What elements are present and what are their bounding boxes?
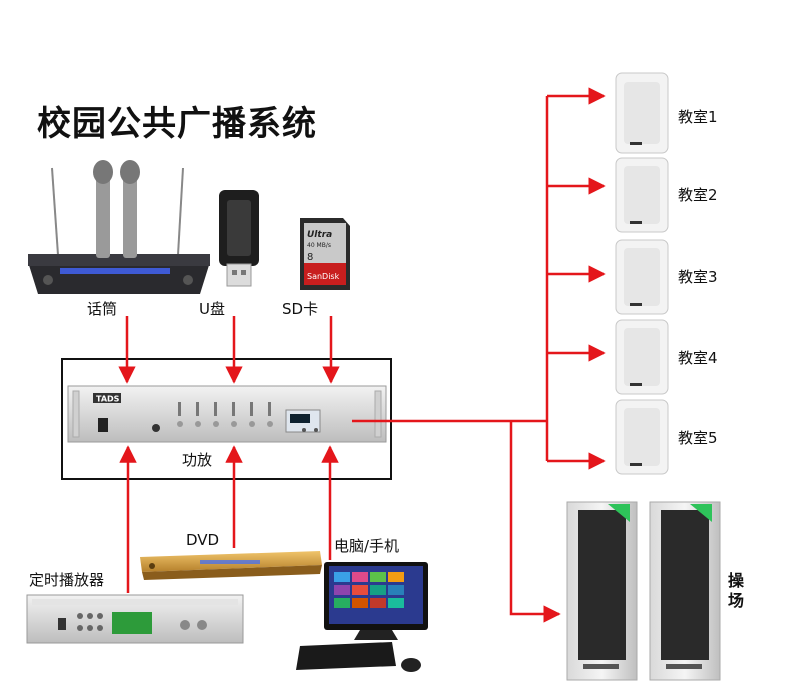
sd-card-capacity: 8 xyxy=(307,252,313,263)
label-classroom-2: 教室2 xyxy=(678,186,718,204)
playground-speaker-left xyxy=(566,501,638,681)
classroom-speaker-2 xyxy=(615,157,669,233)
usb-drive-device xyxy=(219,190,259,287)
arrow-to-playground xyxy=(509,421,561,623)
diagram-title: 校园公共广播系统 xyxy=(37,104,317,144)
sd-card-brand: SanDisk xyxy=(307,272,340,281)
label-microphone: 话筒 xyxy=(87,300,118,318)
wireless-mic-device xyxy=(28,160,210,294)
amplifier-brand: TADS xyxy=(96,395,120,404)
dvd-player-device xyxy=(140,551,322,580)
sd-card-brand-top: Ultra xyxy=(307,230,332,240)
label-amplifier: 功放 xyxy=(182,451,213,469)
label-timer-player: 定时播放器 xyxy=(29,571,105,589)
connection-lines xyxy=(118,87,606,623)
timer-player-device xyxy=(26,594,244,644)
classroom-speaker-5 xyxy=(615,399,669,475)
classroom-speaker-1 xyxy=(615,72,669,154)
label-sd-card: SD卡 xyxy=(282,300,319,318)
label-playground: 操场 xyxy=(725,572,744,612)
sd-card-speed: 40 MB/s xyxy=(307,242,331,249)
amplifier-device: TADS xyxy=(67,385,387,443)
classroom-speaker-4 xyxy=(615,319,669,395)
amplifier-frame xyxy=(61,358,392,480)
label-classroom-3: 教室3 xyxy=(678,268,718,286)
label-dvd: DVD xyxy=(186,531,220,549)
label-classroom-5: 教室5 xyxy=(678,429,718,447)
label-classroom-4: 教室4 xyxy=(678,349,718,367)
playground-speaker-right xyxy=(649,501,721,681)
label-usb-drive: U盘 xyxy=(199,300,225,318)
computer-device xyxy=(296,562,428,672)
label-pc-phone: 电脑/手机 xyxy=(334,537,400,555)
classroom-speaker-3 xyxy=(615,239,669,315)
label-classroom-1: 教室1 xyxy=(678,108,718,126)
sd-card-device: Ultra 40 MB/s 8 SanDisk xyxy=(300,218,350,290)
